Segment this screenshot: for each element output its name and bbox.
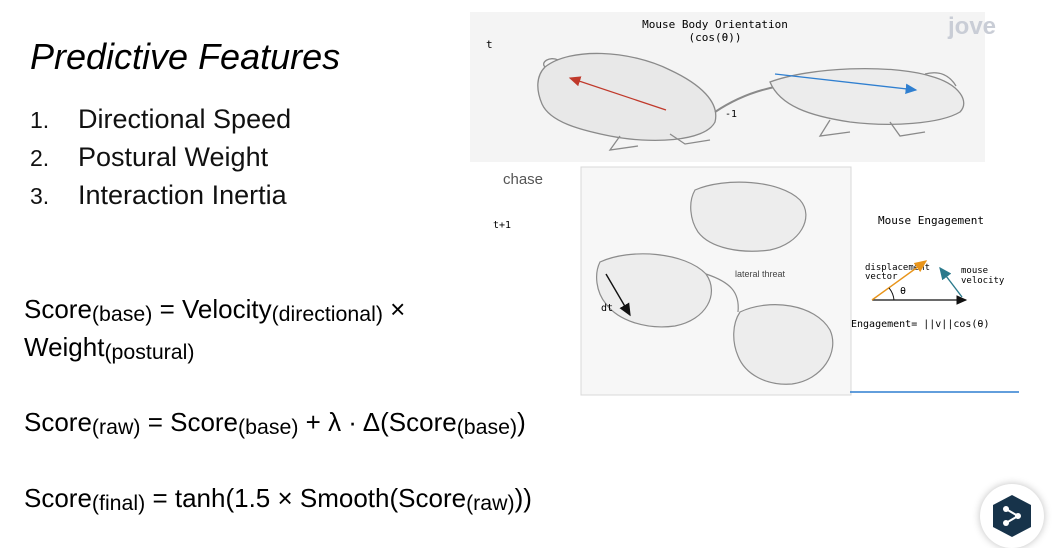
jove-watermark: jove (947, 13, 996, 40)
list-item: 3.Interaction Inertia (30, 180, 287, 210)
vector-label: vector (865, 272, 898, 282)
displacement-label: displacement (865, 263, 930, 273)
blue-arrow (774, 73, 918, 94)
dt-label: dt (601, 303, 613, 314)
share-hexagon-icon (993, 495, 1031, 537)
list-item: 1.Directional Speed (30, 104, 292, 134)
engagement-title: Mouse Engagement (878, 214, 984, 227)
minus-one-label: -1 (725, 109, 737, 120)
dt-arrow (605, 273, 631, 317)
equation-final: Score(final) = tanh(1.5 × Smooth(Score(r… (24, 483, 532, 515)
equation-base-line2: Weight(postural) (24, 332, 195, 364)
equation-raw: Score(raw) = Score(base) + λ · Δ(Score(b… (24, 407, 526, 439)
orientation-subtitle: (cos(θ)) (689, 31, 742, 44)
displacement-arrow (871, 260, 928, 301)
theta-label: θ (900, 286, 906, 297)
rat-sketch-group (596, 181, 834, 385)
feature-list: 1.Directional Speed 2.Postural Weight 3.… (30, 100, 291, 214)
velocity-label: velocity (961, 276, 1005, 286)
mouse-label: mouse (961, 266, 988, 276)
rat-sketch-right (769, 67, 965, 137)
time-t1-label: t+1 (493, 220, 511, 231)
theta-arc (888, 287, 895, 301)
orientation-title: Mouse Body Orientation (642, 18, 788, 31)
mouse-behavior-figure: Mouse Body Orientation (cos(θ)) t -1 jov… (470, 12, 1019, 396)
deepl-badge[interactable] (980, 484, 1044, 548)
time-t-label: t (486, 38, 493, 51)
engagement-formula: Engagement= ||v||cos(θ) (851, 319, 989, 330)
velocity-arrow (939, 266, 963, 298)
equation-base-line1: Score(base) = Velocity(directional) × (24, 294, 406, 326)
red-arrow (568, 76, 667, 111)
slide-title: Predictive Features (30, 36, 341, 77)
list-item: 2.Postural Weight (30, 142, 269, 172)
chase-label: chase (503, 171, 543, 188)
lateral-threat-label: lateral threat (735, 269, 786, 279)
